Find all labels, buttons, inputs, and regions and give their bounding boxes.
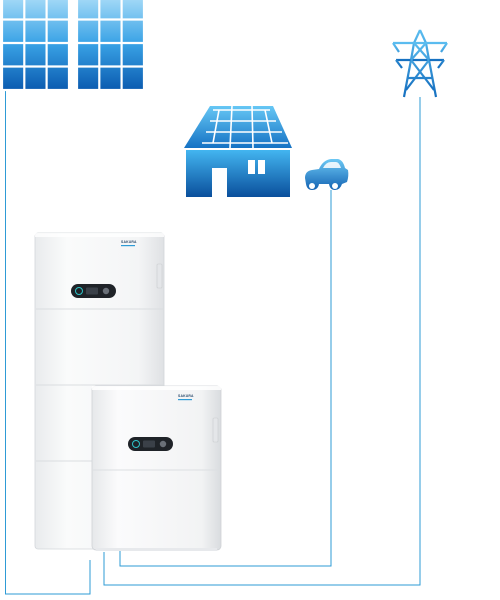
solar-panels [0,0,146,92]
wire-solar-to-battery [5,90,91,595]
car-icon [305,159,349,190]
solar-panel-icon [0,0,71,92]
inverter-cabinet-icon: SAKURA [91,385,222,551]
transmission-tower-icon [392,29,448,98]
inverter-brand-label: SAKURA [178,394,194,398]
battery-brand-label: SAKURA [121,240,137,244]
solar-panel-icon [75,0,146,92]
wire-car-to-inverter [119,190,332,567]
wire-grid-to-inverter [103,97,421,586]
house-solar-roof-icon [180,104,296,197]
connection-wires [5,90,421,595]
